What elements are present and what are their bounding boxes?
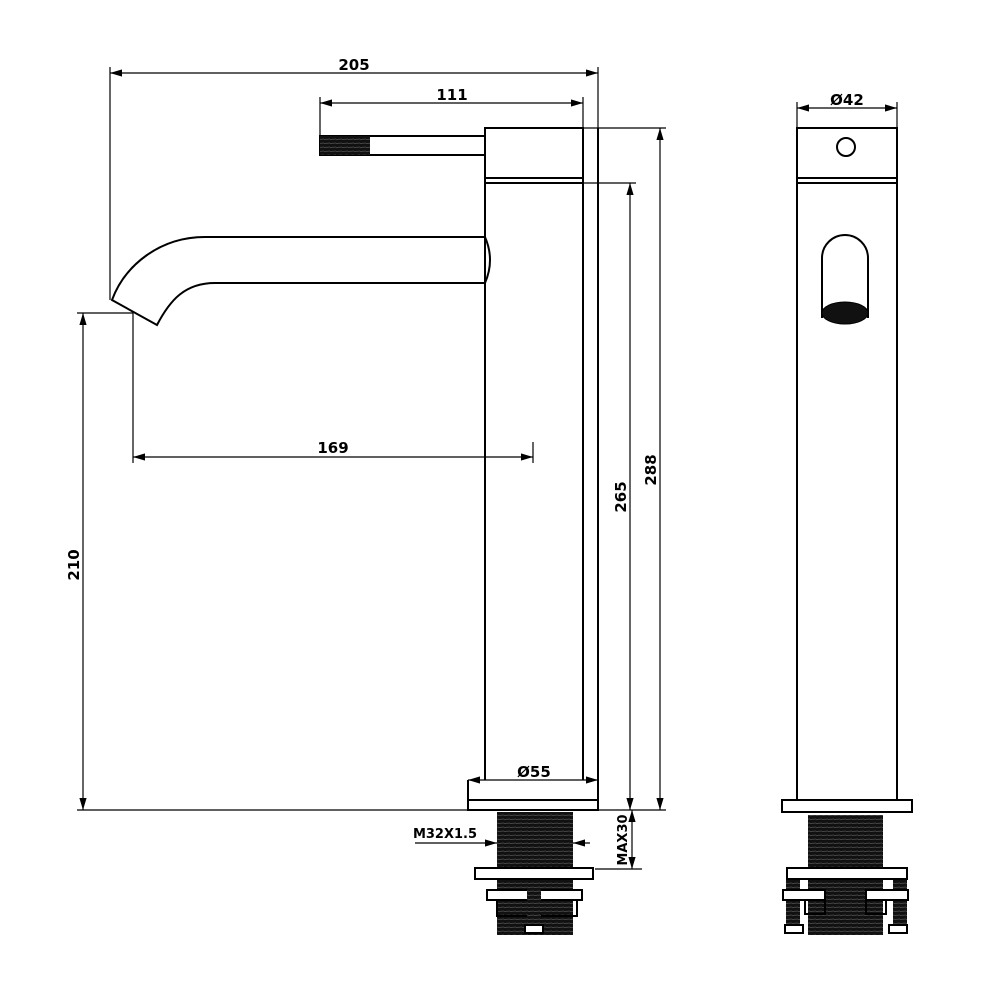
dim-thread: M32X1.5 xyxy=(413,827,477,842)
dim-handle-length: 111 xyxy=(436,86,467,104)
dim-body-height: 265 xyxy=(612,481,630,512)
dim-overall-reach: 205 xyxy=(338,56,369,74)
dim-spout-height: 210 xyxy=(65,549,83,580)
spout xyxy=(110,236,485,327)
dim-total-height: 288 xyxy=(642,454,660,485)
dim-spout-reach: 169 xyxy=(317,439,348,457)
base-plate xyxy=(467,799,599,811)
dim-base-diameter: Ø55 xyxy=(517,763,551,781)
washer xyxy=(474,867,594,880)
handle-body xyxy=(484,127,584,179)
dim-body-diameter: Ø42 xyxy=(830,91,864,109)
front-view: Ø42 xyxy=(781,91,913,935)
handle-end-circle xyxy=(836,137,856,157)
aerator xyxy=(821,301,869,325)
dim-max-thickness: MAX30 xyxy=(616,814,631,865)
side-view: 205 111 169 210 265 288 Ø55 M32X1.5 MAX3… xyxy=(65,56,666,935)
spout-outlet xyxy=(821,234,869,318)
handle-knurl xyxy=(320,136,370,155)
